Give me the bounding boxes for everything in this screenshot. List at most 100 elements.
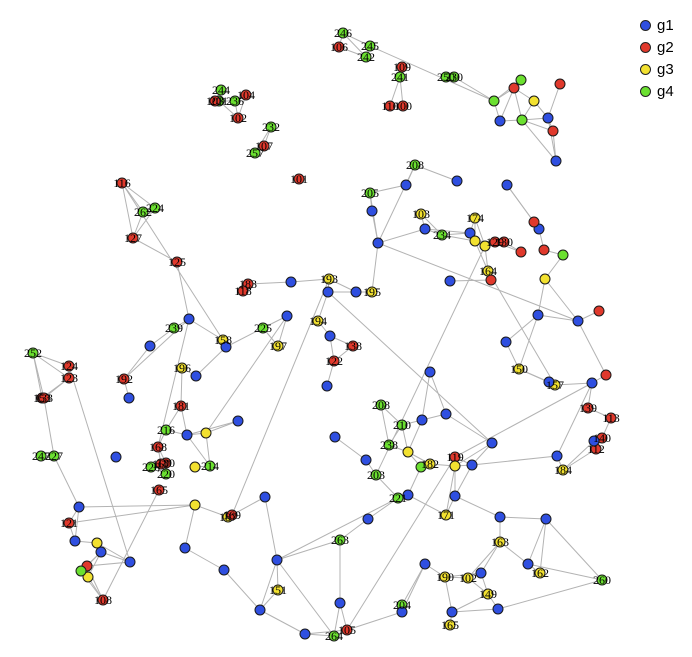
graph-node-g1 [190,370,202,382]
graph-edge [445,413,493,444]
graph-edge [96,542,131,563]
graph-node-g1 [366,205,378,217]
node-label: 140 [593,431,611,445]
graph-edge [444,572,482,578]
node-label: 239 [165,321,183,335]
graph-node-g1 [321,380,333,392]
node-label: 216 [157,423,175,437]
graph-node-g3 [513,363,525,375]
graph-edge [453,76,495,102]
graph-node-g1 [69,535,81,547]
graph-node-g1 [181,429,193,441]
graph-edge [121,182,156,209]
graph-node-g1 [444,275,456,287]
graph-node-g3 [469,212,481,224]
graph-edge [505,314,539,343]
graph-node-g4 [364,40,376,52]
graph-node-g2 [554,78,566,90]
graph-edge [527,518,547,565]
graph-node-g1 [259,491,271,503]
node-label: 103 [206,94,224,108]
graph-node-g1 [232,415,244,427]
graph-node-g4 [35,450,47,462]
node-label: 103 [412,207,430,221]
graph-node-g1 [572,315,584,327]
node-label: 257 [246,146,264,160]
graph-node-g3 [200,427,212,439]
graph-edge [231,496,266,516]
graph-edge [521,119,557,162]
node-label: 139 [579,401,597,415]
graph-edge [180,367,183,407]
graph-node-g3 [312,315,324,327]
graph-edge [186,420,239,436]
node-label: 158 [214,333,232,347]
node-label: 171 [437,508,455,522]
graph-node-g1 [449,490,461,502]
graph-edge [444,576,453,613]
graph-edge [544,278,579,322]
node-label: 100 [394,99,412,113]
graph-edge [451,608,499,613]
graph-edge [371,242,379,293]
graph-node-g4 [249,147,261,159]
graph-node-g2 [258,140,270,152]
node-label: 116 [113,176,131,190]
graph-node-g2 [341,624,353,636]
graph-node-g2 [38,392,50,404]
node-label: 232 [262,120,280,134]
graph-edge [264,496,278,561]
graph-edge [454,495,501,518]
node-label: 221 [389,491,407,505]
graph-node-g3 [323,273,335,285]
node-label: 204 [393,598,411,612]
graph-node-g1 [179,542,191,554]
graph-node-g2 [209,95,221,107]
node-label: 225 [254,321,272,335]
node-label: 182 [421,457,439,471]
graph-node-g1 [424,366,436,378]
graph-edge [577,320,607,376]
graph-node-g2 [63,360,75,372]
node-label: 157 [546,378,564,392]
node-label: 181 [172,399,190,413]
graph-edge [537,278,546,316]
graph-edge [377,242,579,322]
graph-node-g1 [218,564,230,576]
graph-node-g1 [494,511,506,523]
graph-node-g1 [299,628,311,640]
node-label: 167 [152,457,170,471]
graph-edge [247,281,292,285]
graph-node-g3 [82,571,94,583]
node-label: 247 [32,449,50,463]
graph-node-g2 [528,216,540,228]
graph-node-g3 [272,340,284,352]
graph-node-g1 [419,223,431,235]
graph-edge [123,345,151,380]
graph-node-g2 [232,112,244,124]
node-label: 226 [142,460,160,474]
graph-edge [86,565,104,601]
node-label: 109 [393,60,411,74]
graph-edge [132,237,178,263]
graph-edge [562,440,595,471]
legend-label-g2: g2 [657,38,674,56]
node-label: 107 [255,139,273,153]
graph-node-g4 [149,202,161,214]
graph-node-g2 [63,517,75,529]
graph-node-g1 [254,604,266,616]
graph-node-g1 [95,546,107,558]
graph-node-g3 [482,588,494,600]
graph-node-g3 [479,240,491,252]
graph-edge [43,397,55,457]
node-label: 252 [24,346,42,360]
node-label: 108 [94,593,112,607]
graph-node-g4 [488,95,500,107]
node-label: 174 [466,211,484,225]
graph-node-g1 [494,115,506,127]
graph-edge [102,489,160,601]
graph-edge [377,228,426,244]
graph-node-g4 [596,574,608,586]
graph-node-g3 [528,95,540,107]
graph-edge [499,541,529,565]
